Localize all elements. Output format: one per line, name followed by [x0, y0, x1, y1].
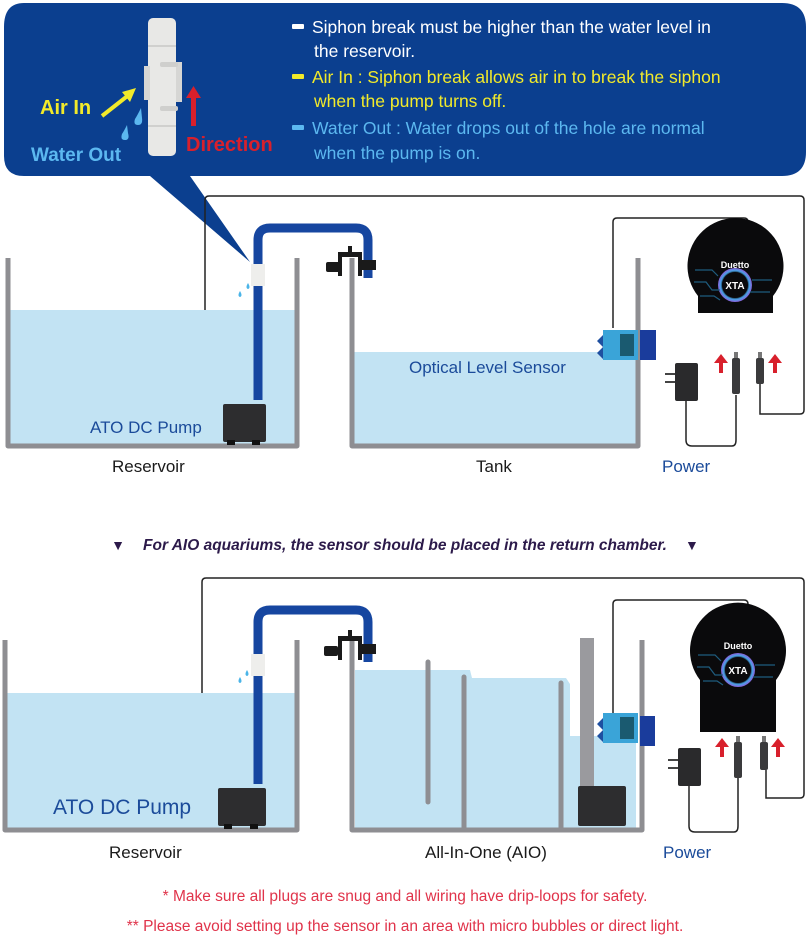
air-in-arrow-icon: [100, 88, 136, 118]
footnote-sensor-placement: ** Please avoid setting up the sensor in…: [126, 918, 684, 935]
power-adapter-bottom: [668, 748, 739, 833]
pump-label-bottom: ATO DC Pump: [53, 796, 192, 819]
callout-bubble: [4, 3, 806, 262]
pump-wire: [204, 195, 805, 415]
aio-placement-note: ▼For AIO aquariums, the sensor should be…: [111, 537, 699, 554]
pump-wire-bottom: [201, 577, 805, 799]
red-arrow-icon: [714, 354, 782, 373]
aio-tank-bottom: [349, 638, 645, 833]
sensor-wire-bottom: [612, 599, 749, 713]
water-drops-icon: [121, 108, 143, 140]
dc-plug-right-top: [756, 352, 764, 384]
controller-top: [687, 218, 784, 313]
tube-clamp-bottom: [324, 630, 376, 660]
footnote-drip-loops: * Make sure all plugs are snug and all w…: [162, 888, 648, 905]
dc-plug-left-bottom: [734, 736, 742, 778]
ato-pump-top: [223, 404, 266, 445]
aio-tank-label: All-In-One (AIO): [425, 843, 547, 862]
siphon-break-fitting: [144, 18, 182, 156]
triangle-down-icon: ▼: [684, 537, 699, 553]
dc-plug-left-top: [732, 352, 740, 394]
note-water-out: Water Out : Water drops out of the hole …: [292, 116, 705, 140]
note-siphon-height: Siphon break must be higher than the wat…: [292, 15, 711, 39]
note-air-in: Air In : Siphon break allows air in to b…: [292, 65, 721, 89]
tank-top: [349, 258, 641, 449]
note-water-out-cont: when the pump is on.: [314, 143, 481, 163]
controller-brand-bottom: Duetto: [724, 641, 753, 651]
return-tube-bottom: [238, 605, 373, 784]
ato-pump-bottom: [218, 788, 266, 829]
power-label-top: Power: [662, 457, 711, 476]
bullet-dash: [292, 73, 304, 79]
return-tube-top: [238, 223, 373, 400]
bullet-dash: [292, 23, 304, 29]
reservoir-label-bottom: Reservoir: [109, 843, 182, 862]
bullet-dash: [292, 124, 304, 130]
air-in-label: Air In: [40, 97, 92, 119]
red-arrow-icon: [715, 738, 785, 757]
direction-arrow-icon: [186, 86, 201, 126]
optical-level-sensor-top: [597, 330, 656, 360]
direction-label: Direction: [186, 134, 273, 156]
triangle-down-icon: ▼: [111, 537, 126, 553]
power-adapter-top: [665, 363, 737, 447]
note-siphon-height-cont: the reservoir.: [314, 41, 416, 61]
controller-logo-top: XTA: [725, 281, 744, 292]
sensor-label-top: Optical Level Sensor: [409, 358, 566, 377]
dc-plug-right-bottom: [760, 736, 768, 770]
note-air-in-cont: when the pump turns off.: [314, 91, 507, 111]
tube-clamp-top: [326, 246, 376, 276]
reservoir-label-top: Reservoir: [112, 457, 185, 476]
callout-background: [4, 3, 806, 262]
pump-label-top: ATO DC Pump: [90, 418, 202, 437]
controller-bottom: [690, 602, 786, 732]
water-out-label: Water Out: [31, 145, 122, 166]
controller-logo-bottom: XTA: [728, 666, 747, 677]
controller-brand-top: Duetto: [721, 260, 750, 270]
tank-label-top: Tank: [476, 457, 512, 476]
optical-level-sensor-bottom: [597, 713, 655, 746]
power-label-bottom: Power: [663, 843, 712, 862]
